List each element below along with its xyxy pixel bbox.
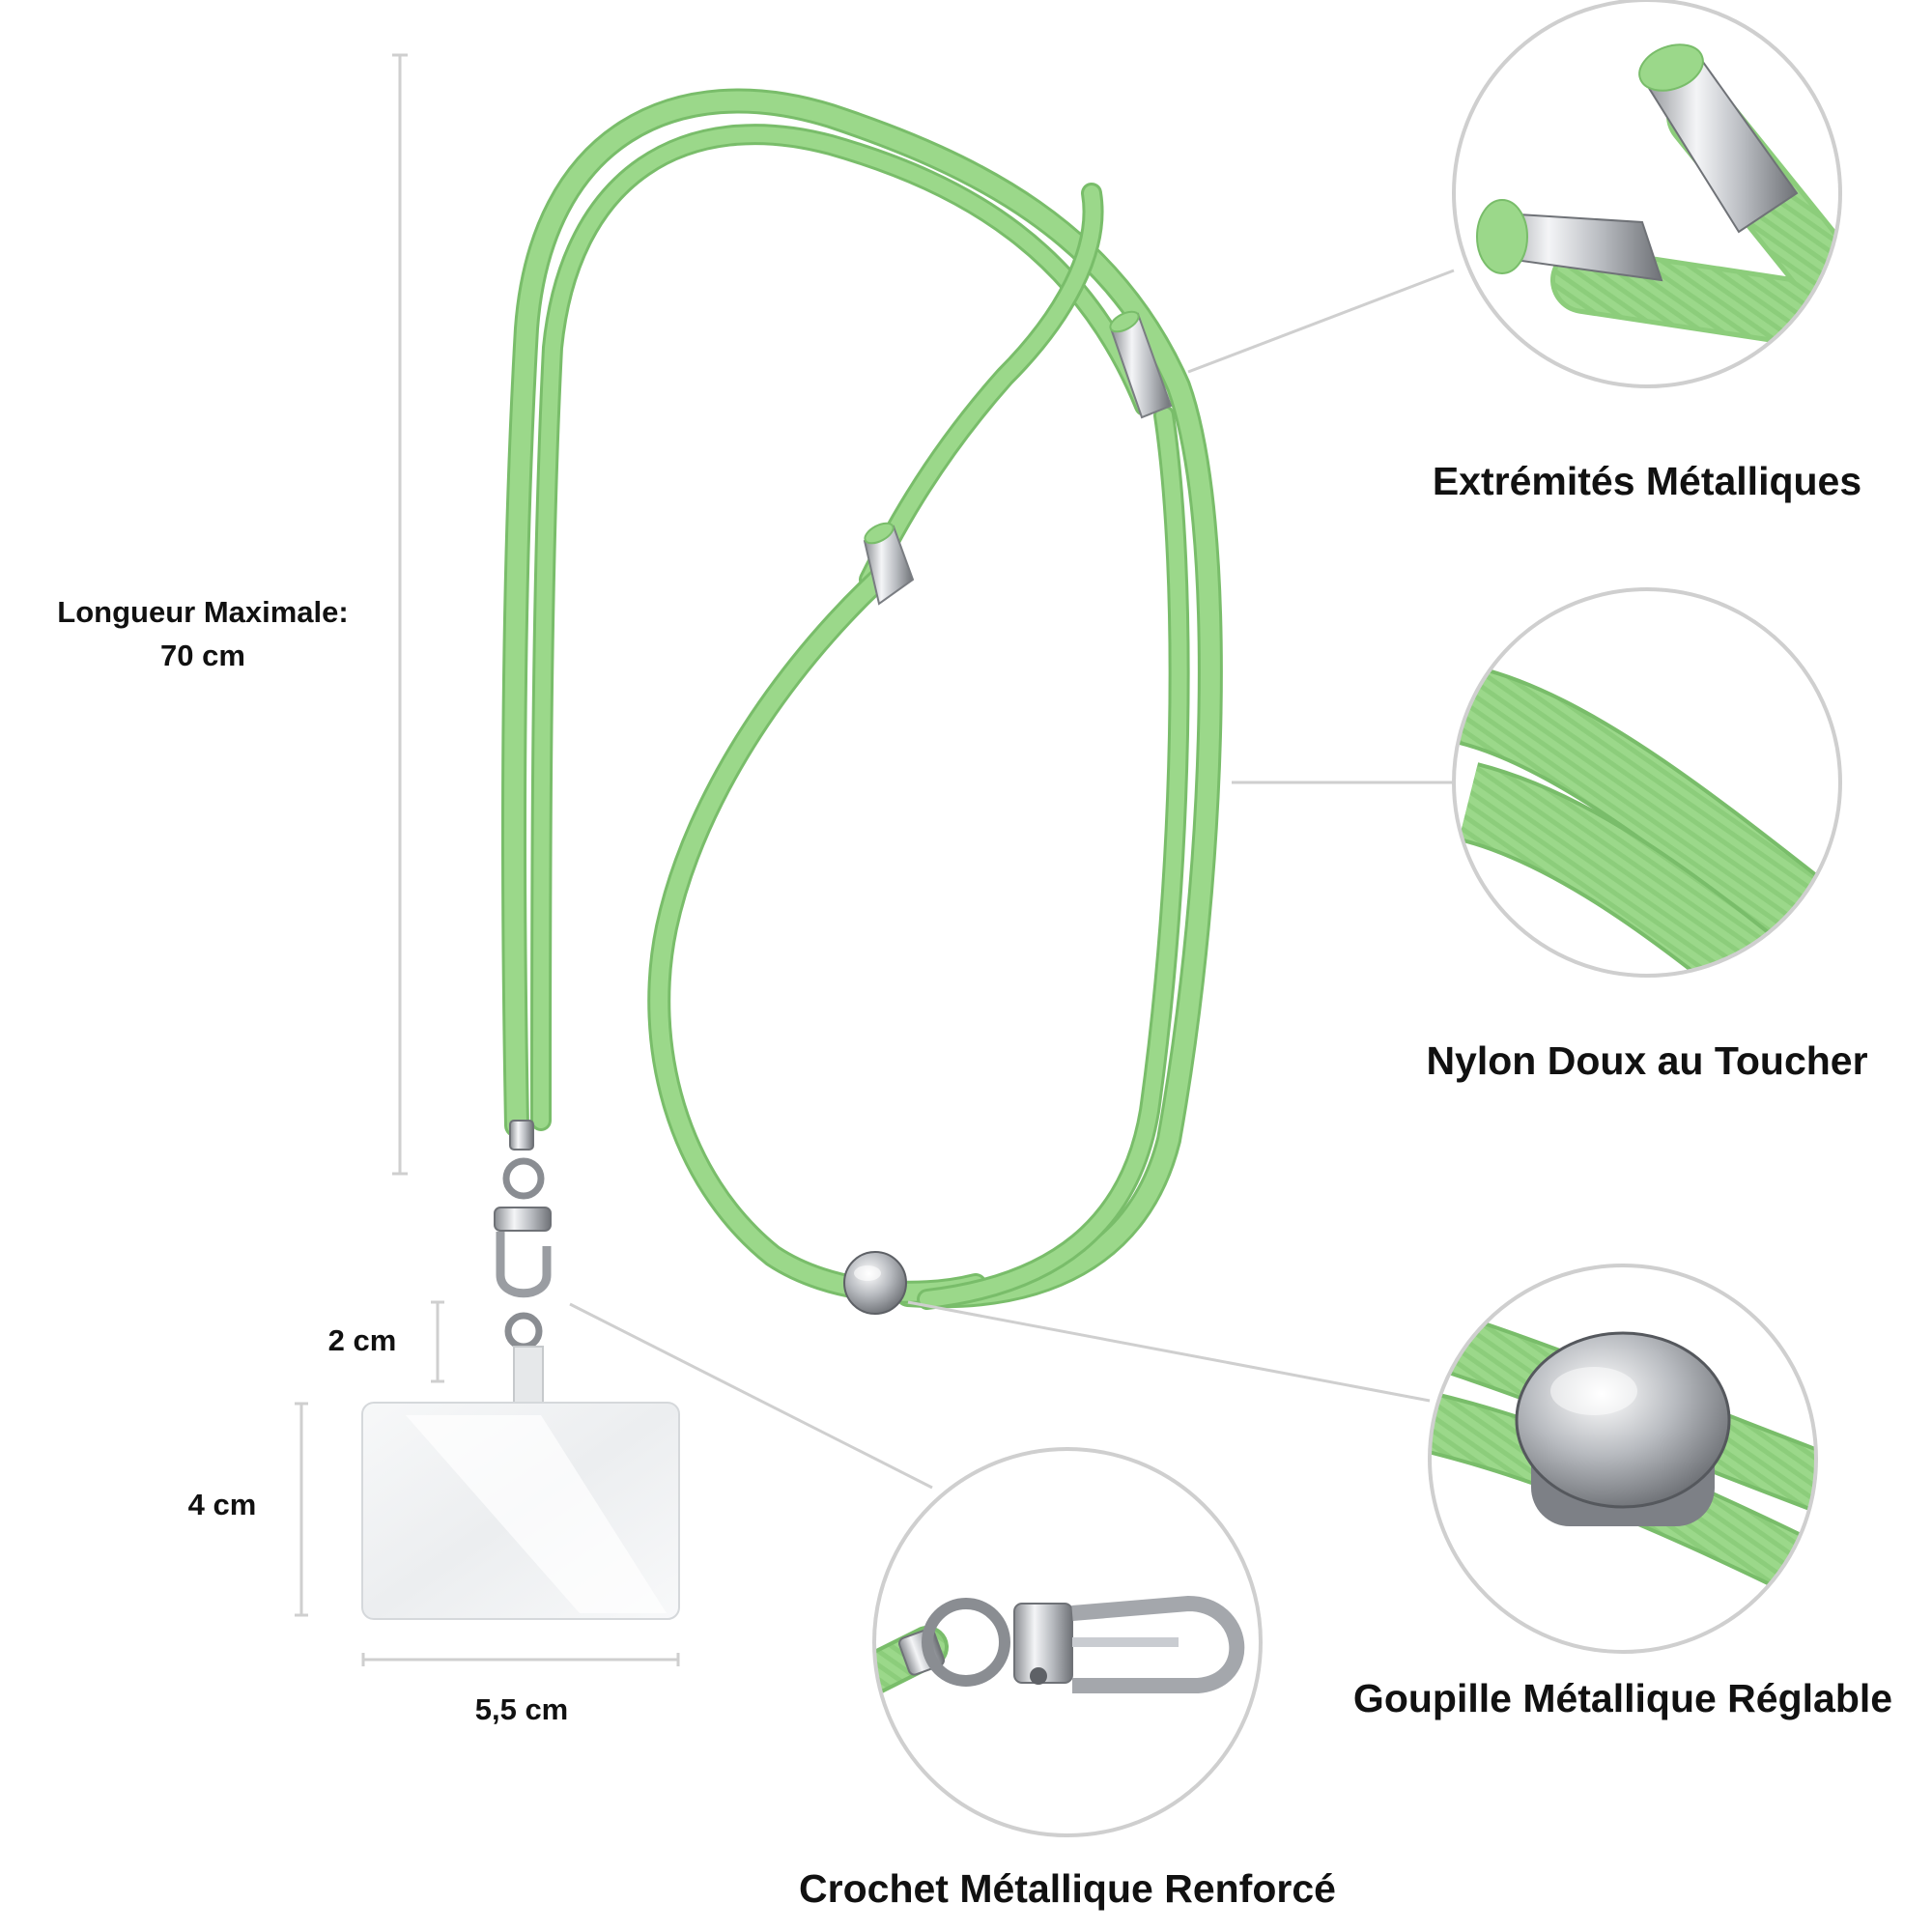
cord-adjustable-pin — [843, 1251, 907, 1315]
cord-metal-end-middle — [863, 522, 915, 606]
detail-circle-pin — [1428, 1264, 1818, 1654]
lanyard-cord — [501, 88, 1223, 1310]
feature-label-pin: Goupille Métallique Réglable — [1352, 1676, 1893, 1720]
feature-label-metal-ends: Extrémités Métalliques — [1432, 459, 1862, 503]
plate-dimension-lines — [295, 1300, 680, 1666]
length-dimension-line — [392, 53, 408, 1176]
cord-metal-end-top — [1109, 310, 1173, 419]
width-dimension-label: 5,5 cm — [474, 1692, 569, 1726]
detail-circle-hook — [872, 1447, 1263, 1837]
feature-label-nylon: Nylon Doux au Toucher — [1426, 1038, 1868, 1083]
detail-circle-nylon — [1452, 587, 1842, 978]
ring-dimension-label: 2 cm — [327, 1323, 397, 1357]
height-dimension-label: 4 cm — [187, 1488, 257, 1521]
feature-label-hook: Crochet Métallique Renforcé — [799, 1866, 1336, 1911]
detail-circle-metal-ends — [1452, 0, 1842, 388]
cord-hook-hardware — [494, 1120, 552, 1350]
length-label: Longueur Maximale: 70 cm — [29, 591, 377, 678]
length-value: 70 cm — [160, 638, 245, 672]
callout-lines — [569, 269, 1455, 1490]
length-title: Longueur Maximale: — [57, 595, 349, 629]
adhesive-plate — [361, 1346, 680, 1620]
